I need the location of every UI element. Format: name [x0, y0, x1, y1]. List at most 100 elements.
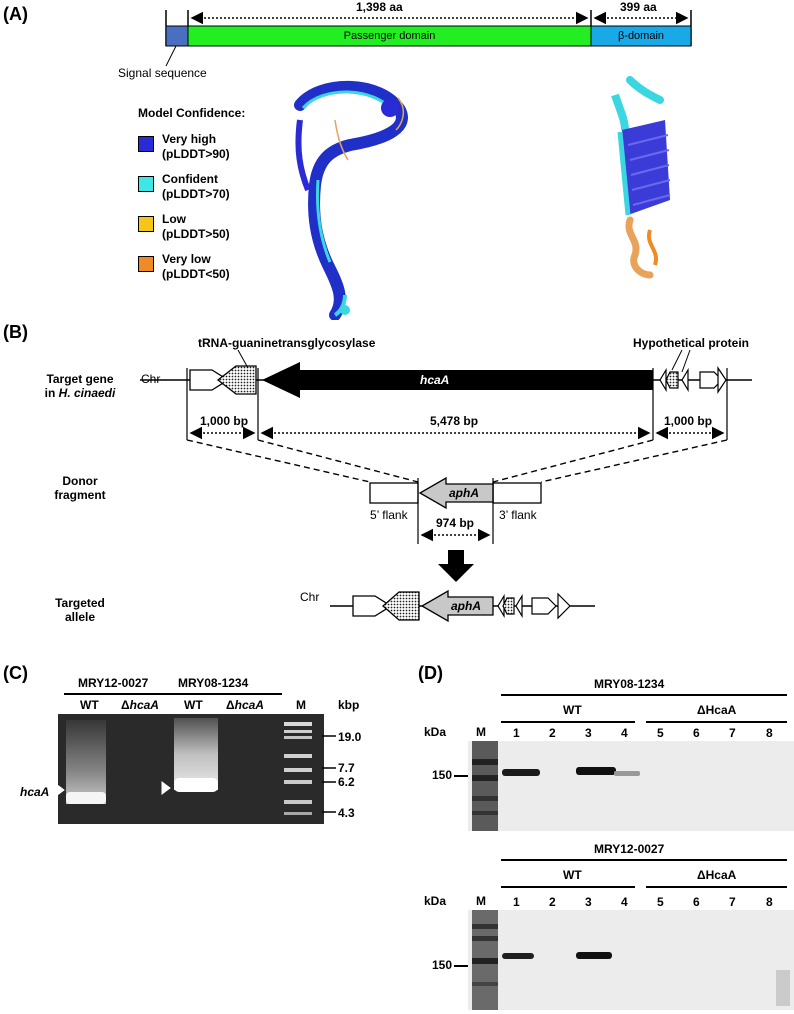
delta-symbol: Δ: [121, 698, 130, 712]
blot-bottom-kda: kDa: [424, 894, 447, 908]
target-gene-line1: Target gene: [46, 372, 114, 386]
beta-domain-label: β-domain: [617, 30, 665, 42]
trna-gene: [216, 365, 257, 395]
legend-label: Low: [162, 212, 186, 226]
lane-number: 1: [513, 726, 520, 740]
gel-marker-label: M: [296, 698, 306, 712]
legend-label: Very low: [162, 252, 211, 266]
lane-number: 1: [513, 895, 520, 909]
western-blot-top: [468, 741, 794, 831]
donor-line2: fragment: [54, 488, 106, 502]
lane-number: 4: [621, 726, 628, 740]
blot-top-strain-line: [501, 694, 787, 696]
lane-number: 7: [729, 895, 736, 909]
marker-19: 19.0: [338, 730, 362, 744]
blot-top-strain: MRY08-1234: [594, 677, 665, 691]
blot-bottom-strain-line: [501, 859, 787, 861]
passenger-structure-model: [294, 80, 408, 320]
legend-swatch: [138, 256, 154, 272]
chr-label-top: Chr: [141, 372, 161, 386]
marker-7-7: 7.7: [338, 761, 355, 775]
legend-label: Very high: [162, 132, 217, 146]
western-blot-bottom: [468, 910, 794, 1010]
blot-top-wt: WT: [563, 703, 582, 717]
blot-top-marker: M: [476, 725, 486, 739]
kbp-label: kbp: [338, 698, 360, 712]
panel-a-domain-diagram: [165, 10, 692, 320]
allele-line1: Targeted: [55, 596, 105, 610]
panel-c-label: (C): [3, 663, 28, 683]
beta-length-label: 399 aa: [620, 0, 657, 14]
lane-number: 3: [585, 895, 592, 909]
blot-bottom-mutant: ΔHcaA: [697, 868, 737, 882]
legend-title: Model Confidence:: [138, 106, 246, 120]
legend-swatch: [138, 176, 154, 192]
legend-swatch: [138, 136, 154, 152]
legend-item-very-high: Very high (pLDDT>90): [138, 132, 268, 168]
panel-d-label: (D): [418, 663, 443, 683]
passenger-length-label: 1,398 aa: [356, 0, 403, 14]
signal-sequence-label: Signal sequence: [118, 66, 207, 80]
blot-top-kda: kDa: [424, 725, 447, 739]
hcaA-gene-arrow: [262, 362, 653, 398]
agarose-gel: [58, 714, 324, 824]
legend-item-confident: Confident (pLDDT>70): [138, 172, 268, 208]
blot-top-wt-line: [501, 721, 635, 723]
donor-fragment-label: Donor fragment: [40, 474, 120, 502]
blot-bottom-150: 150: [432, 958, 453, 972]
legend-swatch: [138, 216, 154, 232]
band-arrowheads: [55, 781, 171, 797]
signal-sequence-box: [165, 25, 189, 47]
hcaA-gene-label: hcaA: [420, 373, 449, 387]
marker-4-3: 4.3: [338, 806, 355, 820]
lane-number: 8: [766, 726, 773, 740]
donor-line1: Donor: [62, 474, 98, 488]
gel-wt-1: WT: [80, 698, 99, 712]
target-gene-line2: in H. cinaedi: [40, 386, 120, 400]
strain2-label: MRY08-1234: [178, 676, 249, 690]
lane-number: 8: [766, 895, 773, 909]
legend-sublabel: (pLDDT>90): [162, 147, 230, 161]
hcaA-italic: hcaA: [420, 373, 450, 387]
aphA-donor-arrow: [418, 476, 494, 510]
chr-label-bottom: Chr: [300, 590, 320, 604]
allele-line2: allele: [64, 610, 96, 624]
lane-number: 4: [621, 895, 628, 909]
aphA-allele-arrow: [420, 589, 494, 623]
beta-domain-box: [590, 25, 692, 47]
marker-ticks: [322, 735, 336, 813]
down-arrow: [438, 550, 474, 582]
aphA-italic: aphA: [449, 486, 479, 500]
lane-number: 2: [549, 895, 556, 909]
gel-wt-2: WT: [184, 698, 203, 712]
passenger-domain-label: Passenger domain: [343, 30, 436, 42]
band-hcaA-label: hcaA: [20, 785, 49, 799]
beta-structure-model: [611, 76, 671, 279]
blot-bottom-mutant-line: [646, 886, 787, 888]
species-name: H. cinaedi: [58, 386, 116, 400]
strain1-label: MRY12-0027: [78, 676, 149, 690]
legend-sublabel: (pLDDT>50): [162, 227, 230, 241]
band-hcaA-italic: hcaA: [20, 785, 50, 799]
strain1-underline: [64, 693, 174, 695]
flank-right-length: 1,000 bp: [664, 414, 713, 428]
legend-label: Confident: [162, 172, 218, 186]
target-in: in: [44, 386, 59, 400]
marker-6-2: 6.2: [338, 775, 355, 789]
blot-top-150: 150: [432, 768, 453, 782]
strain2-underline: [170, 693, 282, 695]
gel-ko-1: ΔhcaA: [121, 698, 159, 712]
three-prime-flank-label: 3’ flank: [499, 508, 537, 522]
lane-number: 6: [693, 726, 700, 740]
gel-ko-2: ΔhcaA: [226, 698, 264, 712]
panel-a-label: (A): [3, 4, 28, 24]
flank-left-length: 1,000 bp: [200, 414, 249, 428]
aphA-allele-label: aphA: [451, 599, 481, 613]
lane-number: 5: [657, 726, 664, 740]
legend-item-low: Low (pLDDT>50): [138, 212, 268, 248]
blot-bottom-wt-line: [501, 886, 635, 888]
targeted-allele-label: Targeted allele: [40, 596, 120, 624]
blot-bottom-marker: M: [476, 894, 486, 908]
gene-italic: hcaA: [129, 698, 159, 712]
lane-number: 2: [549, 726, 556, 740]
